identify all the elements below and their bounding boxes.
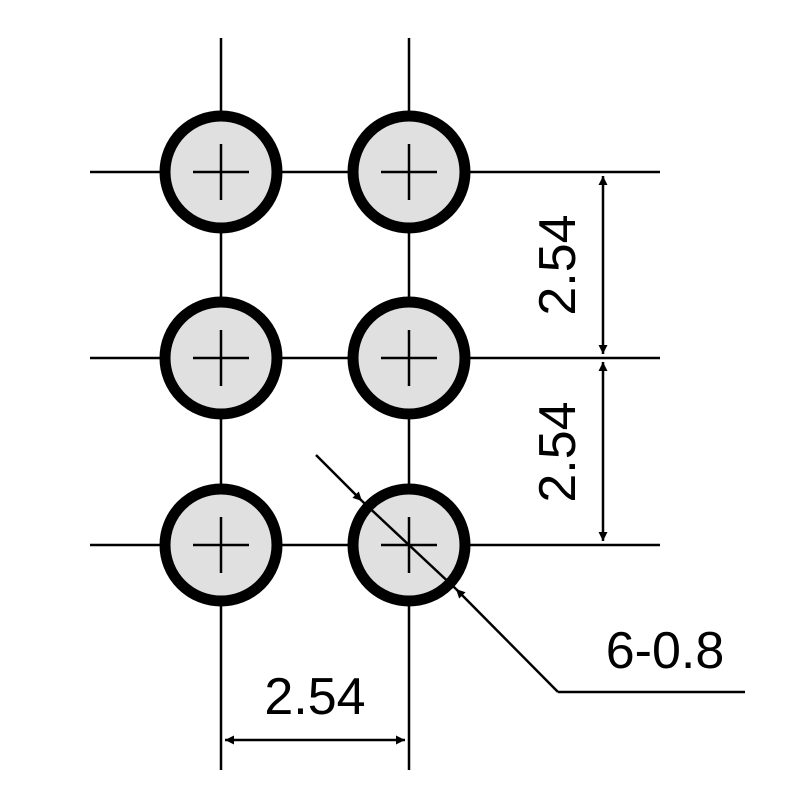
row-pitch-bottom-label: 2.54 bbox=[529, 401, 587, 502]
pad-center-cross-r2-c1 bbox=[193, 330, 249, 386]
leader-through-hole bbox=[361, 500, 457, 590]
column-pitch-label: 2.54 bbox=[264, 668, 365, 726]
pad-center-cross-r1-c1 bbox=[193, 144, 249, 200]
leader-tail-upper bbox=[315, 454, 363, 502]
hole-callout-leader bbox=[315, 454, 745, 694]
row-pitch-top-label: 2.54 bbox=[529, 214, 587, 315]
hole-callout-label: 6-0.8 bbox=[606, 622, 725, 680]
leader-diagonal bbox=[455, 588, 559, 693]
pad-center-cross-r1-c2 bbox=[381, 144, 437, 200]
pad-center-cross-r3-c1 bbox=[193, 517, 249, 573]
pad-center-cross-r2-c2 bbox=[381, 330, 437, 386]
